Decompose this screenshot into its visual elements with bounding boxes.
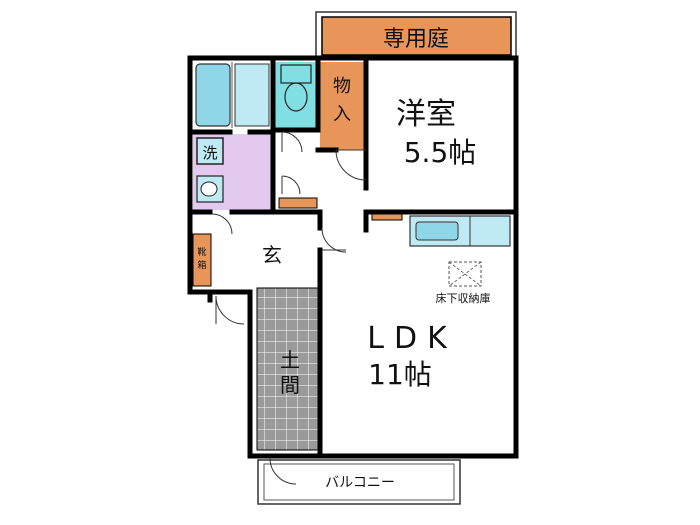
shoe-box-label-2: 箱 <box>197 259 206 271</box>
balcony-door-swing <box>269 457 297 485</box>
doma-label-1: 土 <box>280 348 300 372</box>
door-swings <box>211 131 367 485</box>
balcony-label: バルコニー <box>325 475 395 491</box>
underfloor-hatch-icon <box>448 261 482 287</box>
laundry-label: 洗 <box>202 144 217 162</box>
private-garden: 専用庭 <box>315 11 517 59</box>
ldk-room: LDK 11帖 <box>367 321 457 391</box>
toilet-room <box>275 62 319 130</box>
front-door-swing <box>215 295 245 325</box>
entrance-inner-door-swing <box>211 213 233 235</box>
entrance: 靴 箱 玄 <box>192 233 282 287</box>
kitchen-counter <box>409 215 511 247</box>
underfloor-storage: 床下収納庫 <box>436 261 491 305</box>
kitchen-sink-icon <box>415 221 459 241</box>
bathroom <box>193 60 271 130</box>
balcony: バルコニー <box>257 459 461 505</box>
toilet-bowl-icon <box>284 82 308 112</box>
storage-label-1: 物 <box>333 76 351 97</box>
washer-icon <box>196 137 224 165</box>
toilet-door-swing <box>281 131 303 153</box>
western-room: 洋室 5.5帖 <box>396 97 476 169</box>
western-room-size: 5.5帖 <box>404 136 477 169</box>
laundry-room: 洗 <box>193 134 271 210</box>
bathtub-icon <box>195 63 231 127</box>
garden-fill <box>321 16 512 56</box>
toilet-tank-icon <box>280 64 312 84</box>
storage-closet: 物 入 <box>320 62 364 150</box>
shoe-box <box>192 233 212 287</box>
ldk-door-swing <box>321 227 347 253</box>
hall-shelf <box>278 197 318 209</box>
doma-label-2: 間 <box>280 373 300 397</box>
walls <box>187 55 519 459</box>
laundry-door-swing <box>281 175 301 195</box>
garden-label: 専用庭 <box>383 27 449 52</box>
shower-area <box>234 63 270 127</box>
entrance-label: 玄 <box>262 243 282 267</box>
underfloor-storage-label: 床下収納庫 <box>436 291 491 305</box>
shoe-box-label-1: 靴 <box>197 246 206 258</box>
ldk-size: 11帖 <box>368 358 432 391</box>
doma-area: 土 間 <box>256 287 319 451</box>
western-door-swing <box>335 149 367 181</box>
western-room-label: 洋室 <box>396 97 456 132</box>
storage-label-2: 入 <box>333 104 351 125</box>
ldk-label: LDK <box>367 321 457 356</box>
